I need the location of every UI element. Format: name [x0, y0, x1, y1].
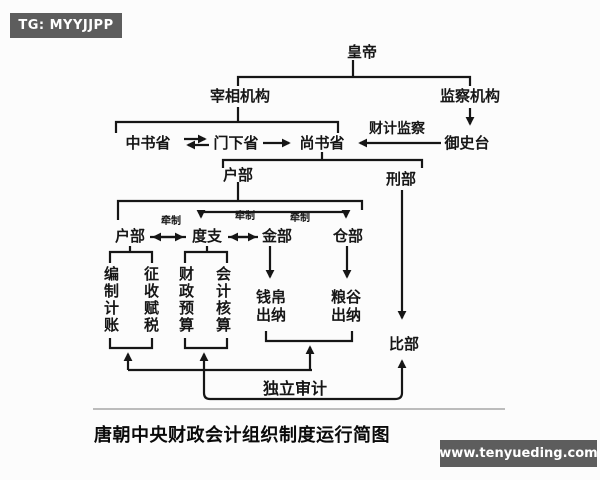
label-qianzhi-3: 牵制 [290, 213, 310, 224]
node-duzhi: 度支 [191, 227, 223, 245]
label-qianzhi-1: 牵制 [161, 216, 181, 227]
separator-line [93, 408, 505, 410]
node-xingbu: 刑部 [385, 170, 417, 188]
url-watermark-badge: www.tenyueding.com [439, 440, 598, 467]
node-supervisory-org: 监察机构 [439, 87, 501, 105]
node-yushitai: 御史台 [444, 134, 490, 152]
tg-watermark-badge: TG: MYYJJPP [10, 13, 122, 38]
node-chancellor-org: 宰相机构 [209, 87, 271, 105]
node-bianzhi-jizhang: 编制计账 [102, 266, 120, 334]
label-qianzhi-2: 牵制 [235, 211, 255, 222]
node-bibu: 比部 [388, 335, 420, 353]
node-fiscal-supervision: 财计监察 [369, 121, 425, 137]
node-emperor: 皇帝 [346, 43, 378, 61]
node-hubu-ministry: 户部 [222, 166, 254, 184]
label-duli-shenji: 独立审计 [262, 379, 328, 398]
node-jinbu: 金部 [261, 227, 293, 245]
node-caizheng-yusuan: 财政预算 [177, 266, 195, 334]
node-lianggu-chuna: 粮谷出纳 [330, 288, 361, 324]
diagram-caption: 唐朝中央财政会计组织制度运行简图 [94, 425, 390, 446]
node-zhengshou-fushui: 征收赋税 [142, 266, 160, 334]
node-zhongshu-sheng: 中书省 [125, 134, 171, 152]
node-cangbu: 仓部 [332, 227, 364, 245]
node-hubu-dept: 户部 [114, 227, 146, 245]
node-kuaiji-hesuan: 会计核算 [214, 266, 232, 334]
node-qianbo-chuna: 钱帛出纳 [255, 288, 286, 324]
node-shangshu-sheng: 尚书省 [299, 134, 345, 152]
node-menxia-sheng: 门下省 [213, 134, 259, 152]
